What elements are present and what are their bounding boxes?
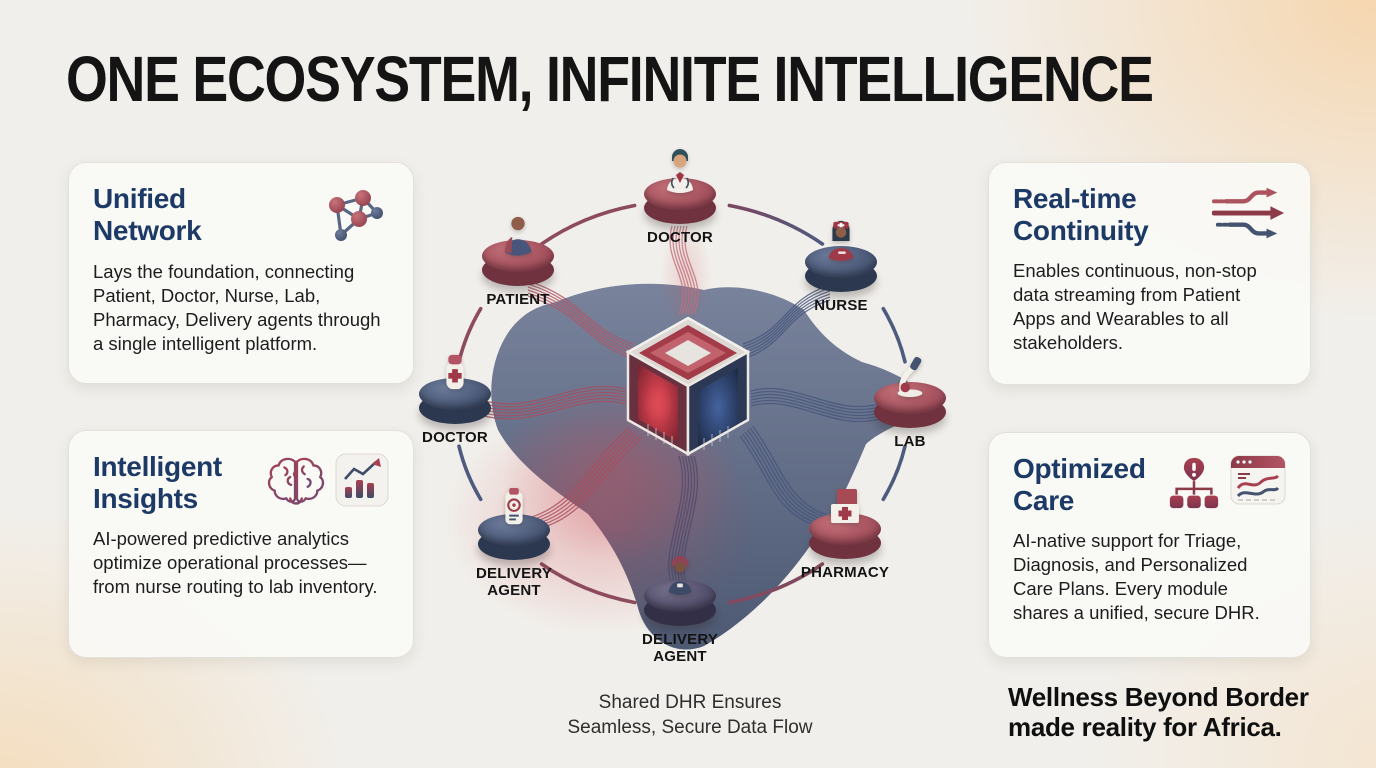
- node-base: [805, 246, 877, 292]
- analytics-bars-icon: [335, 453, 389, 507]
- node-base: [874, 382, 946, 428]
- delivery-device-icon: [493, 486, 535, 530]
- card-unified-network: Unified Network: [68, 162, 414, 384]
- pharmacy-building-icon: [823, 485, 867, 529]
- node-doctor-top: DOCTOR: [620, 149, 740, 247]
- card-intelligent-insights: Intelligent Insights: [68, 430, 414, 658]
- card-head: Optimized Care: [1013, 453, 1286, 516]
- nurse-figure-icon: [820, 218, 862, 262]
- card-body: AI-native support for Triage, Diagnosis,…: [1013, 530, 1260, 624]
- chart-window-icon: [1230, 455, 1286, 505]
- medicine-bottle-icon: [434, 350, 476, 394]
- card-title: Optimized Care: [1013, 453, 1146, 516]
- node-patient: PATIENT: [458, 212, 578, 309]
- card-body: AI-powered predictive analytics optimize…: [93, 528, 378, 598]
- node-base: [644, 580, 716, 626]
- node-label: NURSE: [814, 297, 868, 314]
- card-title: Real-time Continuity: [1013, 183, 1149, 246]
- doctor-figure-icon: [658, 149, 702, 194]
- network-icon: [329, 190, 383, 241]
- node-base: [482, 240, 554, 286]
- card-icons: [265, 453, 389, 507]
- card-head: Unified Network: [93, 183, 389, 247]
- node-label: PHARMACY: [800, 564, 890, 581]
- card-icons: [1212, 185, 1286, 243]
- node-delivery-agent-bottom: DELIVERY AGENT: [620, 552, 740, 666]
- card-icons: [317, 185, 389, 247]
- card-body: Lays the foundation, connecting Patient,…: [93, 261, 381, 355]
- card-real-time-continuity: Real-time Continuity Enables cont: [988, 162, 1311, 385]
- node-label: DELIVERY AGENT: [641, 631, 719, 665]
- diagram-caption: Shared DHR Ensures Seamless, Secure Data…: [567, 692, 813, 739]
- node-delivery-agent-left: DELIVERY AGENT: [454, 486, 574, 600]
- card-icons: [1166, 455, 1286, 513]
- card-body: Enables continuous, non-stop data stream…: [1013, 260, 1257, 354]
- page-title: ONE ECOSYSTEM, INFINITE INTELLIGENCE: [66, 43, 1154, 115]
- node-base: [809, 513, 881, 559]
- courier-figure-icon: [659, 552, 701, 596]
- node-label: DOCTOR: [422, 429, 488, 446]
- brain-icon: [267, 457, 325, 505]
- diagram-canvas: [445, 203, 934, 650]
- node-base: [478, 514, 550, 560]
- card-title: Unified Network: [93, 183, 202, 246]
- node-label: LAB: [894, 433, 926, 450]
- node-label: DOCTOR: [647, 229, 713, 246]
- card-optimized-care: Optimized Care: [988, 432, 1311, 658]
- triage-flow-icon: [1169, 457, 1219, 509]
- microscope-icon: [889, 354, 931, 398]
- node-doctor-left: DOCTOR: [395, 350, 515, 447]
- node-base: [419, 378, 491, 424]
- card-head: Intelligent Insights: [93, 451, 389, 514]
- node-label: PATIENT: [486, 291, 550, 308]
- dhr-cube: [625, 316, 751, 457]
- footer-tagline: Wellness Beyond Border made reality for …: [1008, 682, 1309, 743]
- ecosystem-diagram: DOCTOR PATIENT: [419, 149, 980, 680]
- card-head: Real-time Continuity: [1013, 183, 1286, 246]
- data-streams-icon: [1212, 187, 1285, 239]
- node-lab: LAB: [850, 354, 970, 451]
- node-pharmacy: PHARMACY: [785, 485, 905, 582]
- patient-figure-icon: [497, 212, 539, 256]
- node-nurse: NURSE: [781, 218, 901, 315]
- node-label: DELIVERY AGENT: [475, 565, 553, 599]
- node-base: [644, 178, 716, 224]
- card-title: Intelligent Insights: [93, 451, 222, 514]
